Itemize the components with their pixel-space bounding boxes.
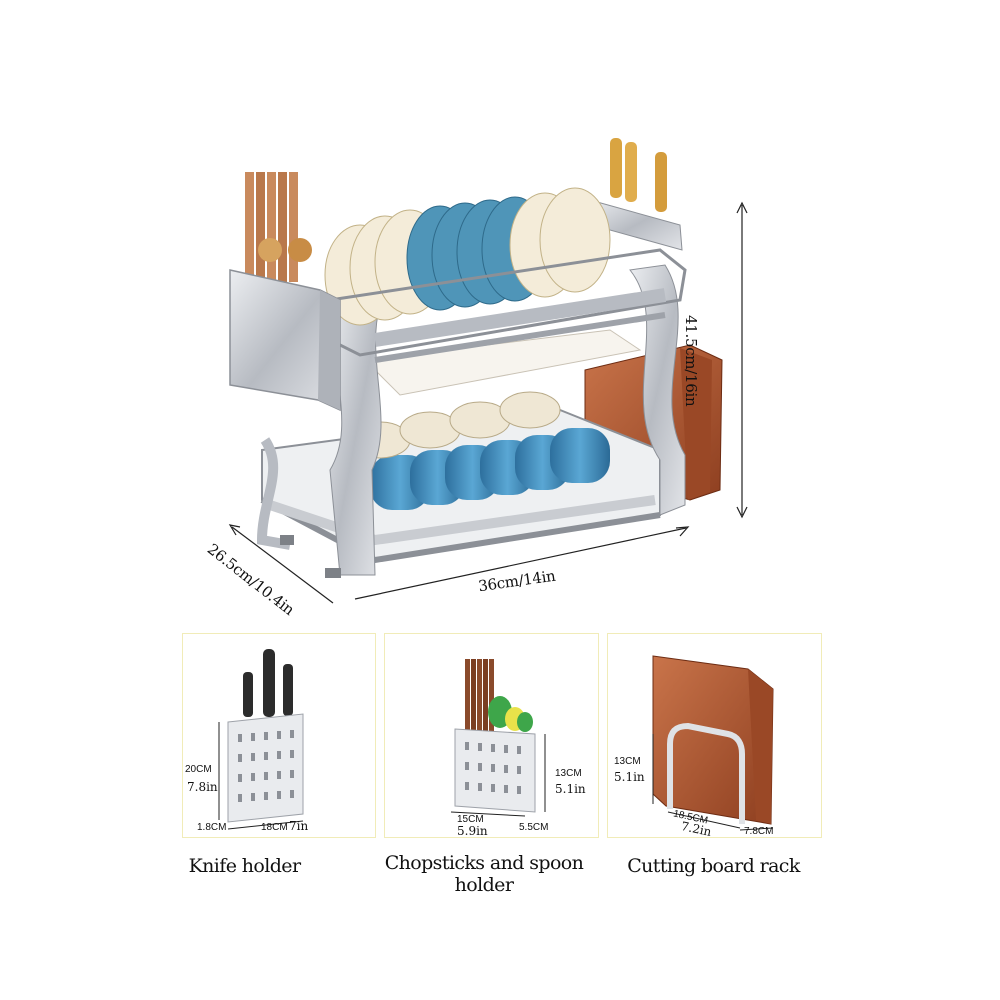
spoons: [488, 696, 533, 732]
knife-holder-width-cm: 18CM: [261, 822, 288, 833]
cutting-board-caption: Cutting board rack: [627, 855, 800, 877]
knife-holder-panel: 20CM 7.8in 1.8CM 18CM 7in: [182, 633, 376, 838]
chopsticks-holder-panel: 13CM 5.1in 15CM 5.9in 5.5CM: [384, 633, 599, 838]
chopsticks-holder-width-in: 5.9in: [457, 824, 488, 838]
chopsticks: [465, 659, 494, 734]
knife-holder-caption: Knife holder: [188, 855, 301, 877]
chopsticks-holder-image: [450, 659, 546, 817]
drip-tray: [363, 329, 642, 396]
knife-holder-depth-cm: 1.8CM: [197, 822, 227, 833]
chopsticks-holder-height-cm: 13CM: [555, 768, 582, 779]
cutting-board-height-cm: 13CM: [614, 756, 641, 767]
cutting-board-rack-image: [652, 655, 774, 831]
blue-bowls: [370, 428, 610, 510]
cutting-board-depth-cm: 7.8CM: [744, 826, 774, 837]
height-dimension-label: 41.5cm/16in: [682, 315, 700, 407]
knife-holder-image: [218, 649, 304, 830]
knives: [243, 649, 293, 717]
rack-legs: [256, 264, 686, 576]
cutting-board-panel: 13CM 5.1in 18.5CM 7.2in 7.8CM: [607, 633, 822, 839]
dish-rack-illustration: [228, 138, 748, 604]
chopsticks-holder-height-in: 5.1in: [555, 782, 586, 796]
rack-utensil-holder: [229, 172, 341, 412]
chopsticks-holder-caption: Chopsticks and spoon holder: [384, 852, 584, 896]
knife-holder-width-in: 7in: [289, 819, 309, 833]
chopsticks-holder-width-cm: 15CM: [457, 814, 484, 825]
knife-holder-height-in: 7.8in: [187, 780, 218, 794]
cutting-board-height-in: 5.1in: [614, 770, 645, 784]
dimension-lines: [228, 201, 748, 604]
knife-holder-height-cm: 20CM: [185, 764, 212, 775]
chopsticks-holder-depth-cm: 5.5CM: [519, 822, 549, 833]
